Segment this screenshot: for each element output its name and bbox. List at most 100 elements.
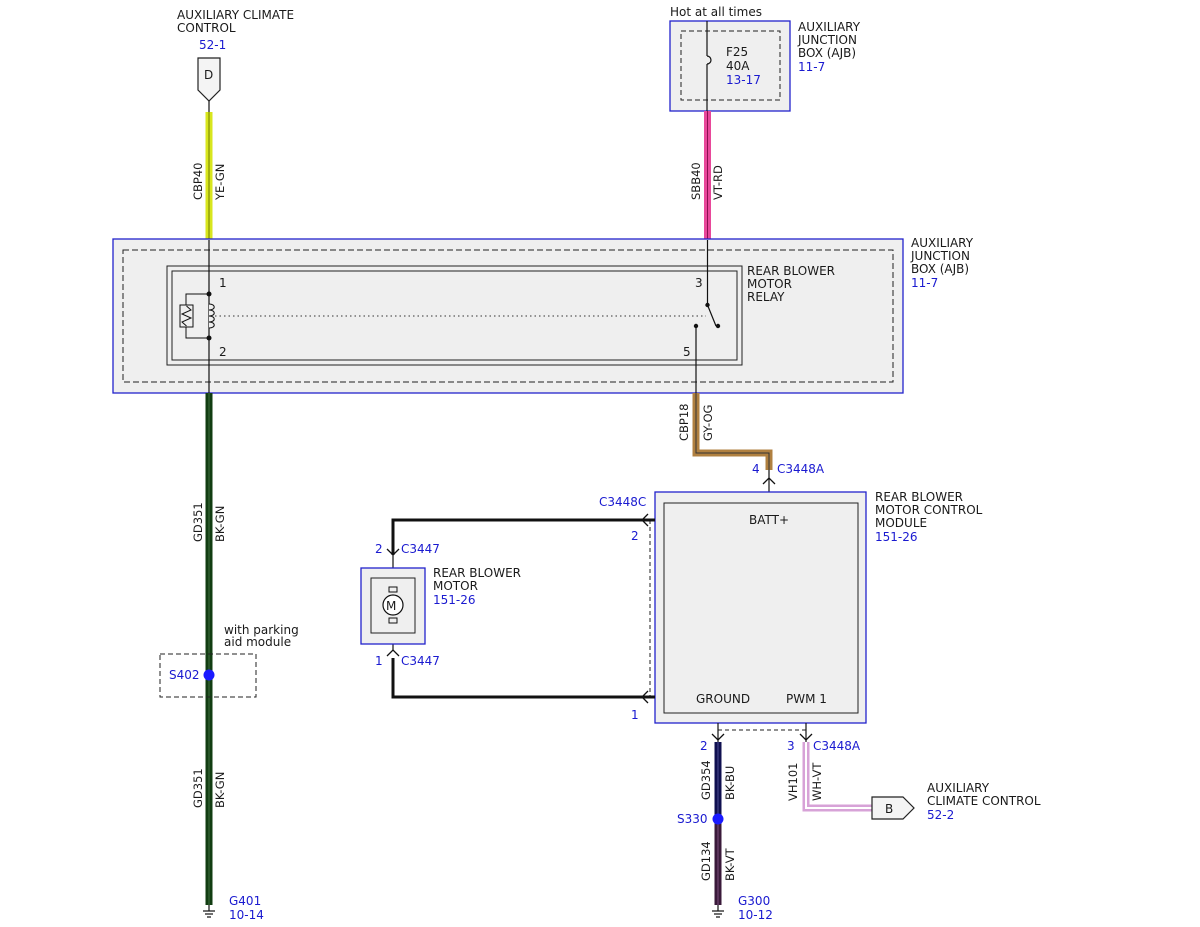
motor-conn-bottom[interactable]: C3447 (401, 654, 440, 668)
motor-brush-top-icon (388, 586, 398, 593)
pwm-connector-label[interactable]: C3448A (813, 739, 861, 753)
motor-ref[interactable]: 151-26 (433, 593, 476, 607)
module-c3448c-pin1: 1 (631, 708, 639, 722)
relay-pin3-label: 3 (695, 276, 703, 290)
aux-climate-title-line2: CONTROL (177, 21, 236, 35)
connector-b-shape (871, 796, 915, 820)
wire-vh101-color: WH-VT (810, 762, 824, 801)
ground-g300-label[interactable]: G300 (738, 894, 770, 908)
motor-bottom-connector-icon (386, 649, 400, 657)
fuse-ajb-ref[interactable]: 11-7 (798, 60, 825, 74)
ajb-main-line1: AUXILIARY (911, 236, 974, 250)
wire-gd351-color-upper: BK-GN (213, 506, 227, 542)
module-ref[interactable]: 151-26 (875, 530, 918, 544)
fuse-ajb-line1: AUXILIARY (798, 20, 861, 34)
motor-title-line2: MOTOR (433, 579, 478, 593)
wire-gd134-circuit: GD134 (699, 841, 713, 881)
wire-gd354-circuit: GD354 (699, 760, 713, 800)
wire-cbp18-color: GY-OG (701, 405, 715, 441)
module-title-line2: MOTOR CONTROL (875, 503, 983, 517)
hot-at-all-times-label: Hot at all times (670, 5, 762, 19)
ground-pin-label: 2 (700, 739, 708, 753)
wire-cbp40-color: YE-GN (213, 164, 227, 201)
resistor-zigzag-icon (180, 305, 193, 327)
pwm-pin-label: 3 (787, 739, 795, 753)
relay-pin2-label: 2 (219, 345, 227, 359)
module-c3448c-label[interactable]: C3448C (599, 495, 646, 509)
parking-aid-option-line2: aid module (224, 635, 291, 649)
aux-climate-title-line1: AUXILIARY CLIMATE (177, 8, 294, 22)
module-batt-pin: 4 (752, 462, 760, 476)
wire-cbp18-circuit: CBP18 (677, 404, 691, 442)
pwm-dest-line1: AUXILIARY (927, 781, 990, 795)
wire-gd351-circuit-lower: GD351 (191, 768, 205, 808)
relay-label-line3: RELAY (747, 290, 785, 304)
ground-g401-label[interactable]: G401 (229, 894, 261, 908)
relay-label-line2: MOTOR (747, 277, 792, 291)
motor-symbol-letter: M (386, 599, 396, 613)
motor-symbol-icon (382, 594, 404, 616)
connector-d-letter: D (204, 68, 213, 82)
pwm-dest-line2: CLIMATE CONTROL (927, 794, 1041, 808)
parking-aid-option-line1: with parking (224, 623, 299, 637)
ajb-main-line2: JUNCTION (910, 249, 970, 263)
relay-pin1-label: 1 (219, 276, 227, 290)
fuse-ajb-line3: BOX (AJB) (798, 46, 856, 60)
relay-pin5-label: 5 (683, 345, 691, 359)
wire-cbp18-core (695, 393, 770, 470)
motor-title-line1: REAR BLOWER (433, 566, 521, 580)
ground-g401-ref[interactable]: 10-14 (229, 908, 264, 922)
relay-switch-blade (706, 304, 717, 327)
ajb-main-line3: BOX (AJB) (911, 262, 969, 276)
wire-motor-return[interactable] (391, 658, 655, 699)
fuse-rating: 40A (726, 59, 750, 73)
ground-g401-icon (203, 905, 215, 918)
module-pin1-connector-icon (641, 690, 649, 704)
wire-sbb40-color: VT-RD (711, 165, 725, 200)
module-pwm-label: PWM 1 (786, 692, 827, 706)
aux-climate-ref[interactable]: 52-1 (199, 38, 226, 52)
pwm-dest-ref[interactable]: 52-2 (927, 808, 954, 822)
module-ground-connector-icon (711, 733, 725, 741)
fuse-icon (706, 55, 712, 65)
parking-aid-option-box (159, 653, 257, 698)
fuse-box-outline[interactable] (669, 20, 791, 112)
splice-s402-dot[interactable] (203, 669, 215, 681)
ajb-main-ref[interactable]: 11-7 (911, 276, 938, 290)
fuse-box-inner (680, 30, 781, 101)
ground-g300-icon (712, 905, 724, 918)
relay-label-line1: REAR BLOWER (747, 264, 835, 278)
module-title-line3: MODULE (875, 516, 927, 530)
ground-g300-ref[interactable]: 10-12 (738, 908, 773, 922)
wire-gd351-color-lower: BK-GN (213, 772, 227, 808)
module-inner-box (663, 502, 859, 714)
connector-b-letter: B (885, 802, 893, 816)
module-batt-connector-icon (762, 477, 776, 485)
splice-s330-dot[interactable] (712, 813, 724, 825)
motor-conn-top[interactable]: C3447 (401, 542, 440, 556)
motor-brush-bottom-icon (388, 617, 398, 624)
ajb-main-dashed (122, 249, 894, 383)
module-pwm-connector-icon (799, 733, 813, 741)
splice-s330-label[interactable]: S330 (677, 812, 708, 826)
motor-pin-bottom: 1 (375, 654, 383, 668)
wire-cbp40-circuit: CBP40 (191, 163, 205, 201)
fuse-ajb-line2: JUNCTION (797, 33, 857, 47)
fuse-name: F25 (726, 45, 748, 59)
wire-motor-feed[interactable] (391, 518, 655, 555)
connector-d-shape (197, 57, 221, 102)
splice-s402-label[interactable]: S402 (169, 668, 200, 682)
module-batt-label: BATT+ (749, 513, 789, 527)
wire-sbb40-circuit: SBB40 (689, 162, 703, 200)
motor-pin-top: 2 (375, 542, 383, 556)
relay-switch-contact (715, 323, 721, 329)
wire-gd351-circuit-upper: GD351 (191, 502, 205, 542)
fuse-ref[interactable]: 13-17 (726, 73, 761, 87)
module-batt-connector[interactable]: C3448A (777, 462, 825, 476)
module-pin2-connector-icon (641, 513, 649, 527)
wire-gd354-color: BK-BU (723, 766, 737, 800)
wire-vh101-circuit: VH101 (786, 763, 800, 801)
wire-gd134-color: BK-VT (723, 847, 737, 881)
wire-vh101-core (805, 742, 872, 809)
